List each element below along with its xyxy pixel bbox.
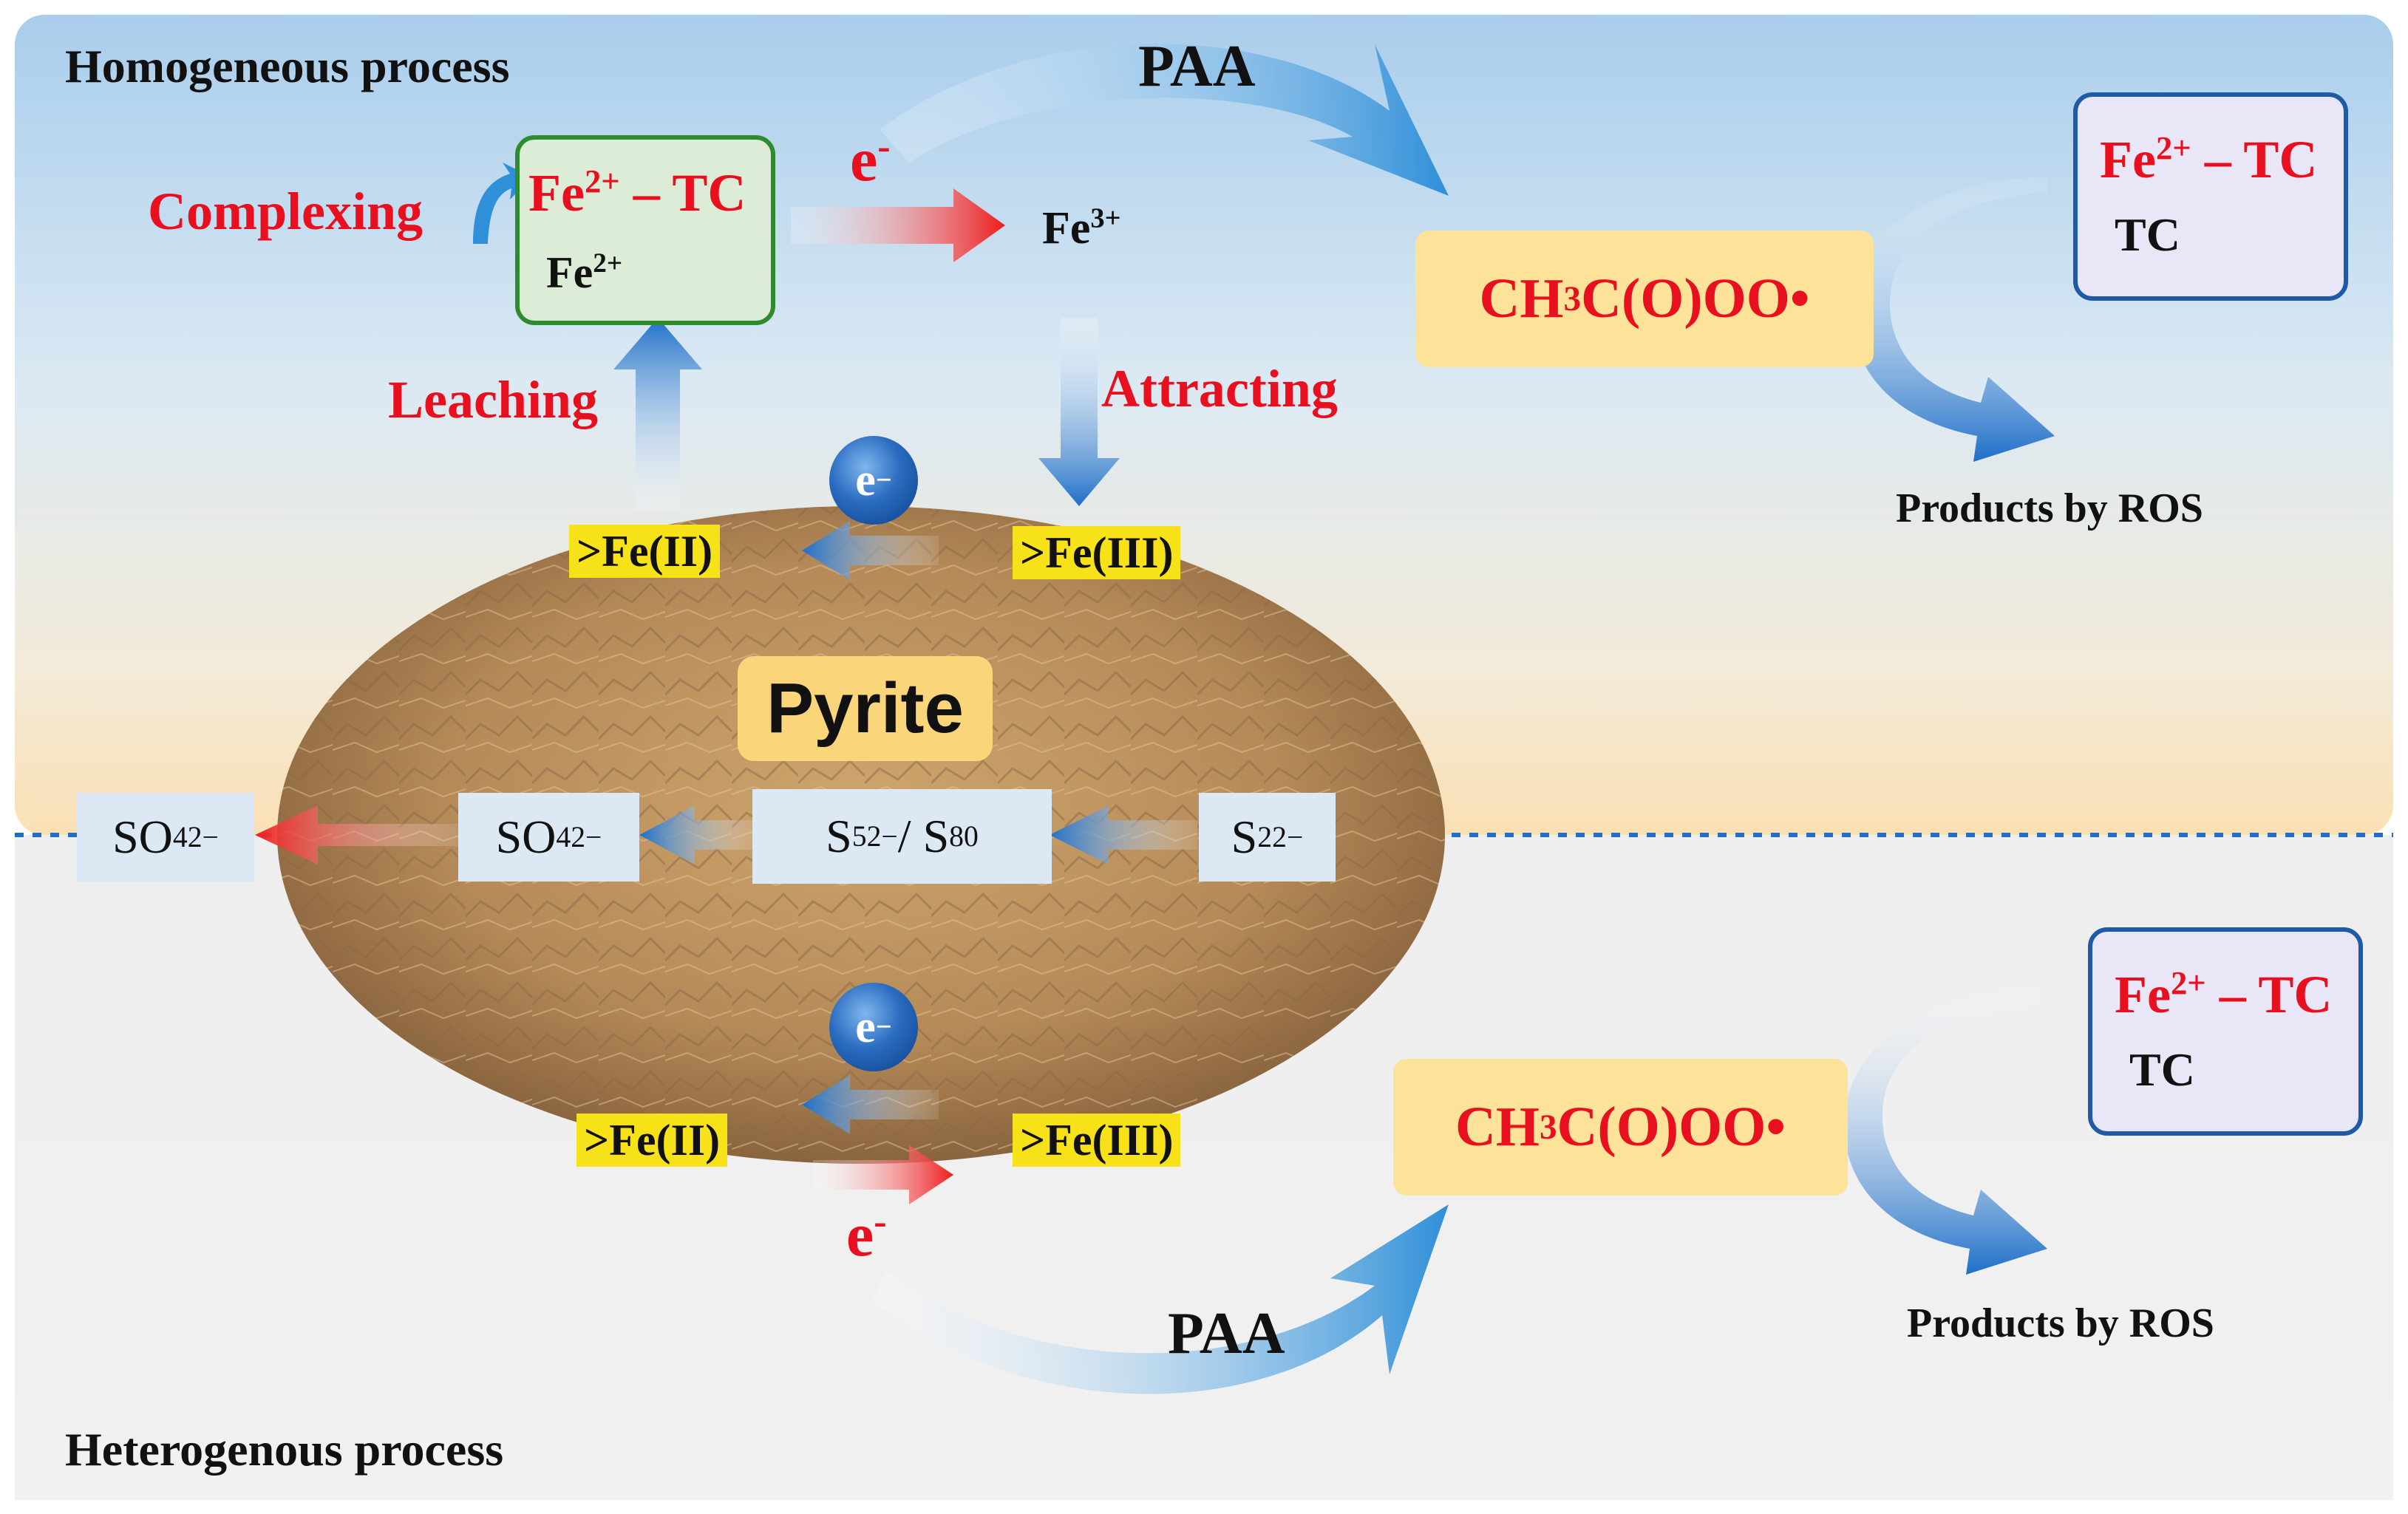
electron-transfer-arrow-bottom: [813, 1145, 953, 1204]
leaching-arrow: [613, 318, 702, 510]
fe3-label: Fe3+: [1042, 202, 1121, 253]
degradation-arrow-top: [1851, 177, 2055, 462]
paa-bottom-curved-arrow: [872, 1204, 1449, 1394]
attracting-arrow: [1038, 318, 1120, 506]
leaching-label: Leaching: [388, 370, 599, 429]
homogeneous-process-title: Homogeneous process: [65, 40, 510, 92]
electron-circle-top: e−: [829, 436, 918, 525]
paa-top-curved-arrow: [880, 44, 1449, 197]
surface-reduction-arrow-top: [802, 521, 939, 580]
products-label-top: Products by ROS: [1896, 485, 2203, 531]
paa-label-bottom: PAA: [1168, 1301, 1285, 1366]
degradation-arrow-bottom: [1843, 990, 2047, 1275]
paa-label-top: PAA: [1138, 34, 1256, 99]
pyrite-label: Pyrite: [738, 656, 993, 761]
tc-box-bottom-complex: Fe2+ – TC: [2115, 964, 2333, 1024]
so4-release-arrow: [255, 805, 458, 865]
fe2-tc-label: Fe2+ – TC: [528, 163, 746, 222]
surface-fe2-bottom-tag: >Fe(II): [577, 1114, 728, 1167]
electron-transfer-arrow-top: [791, 188, 1005, 262]
fe2-label: Fe2+: [546, 248, 623, 297]
surface-reduction-arrow-bottom: [802, 1075, 939, 1134]
tc-box-top-complex: Fe2+ – TC: [2100, 129, 2318, 189]
fe-complex-box: Fe2+ – TC Fe2+: [515, 135, 775, 325]
products-label-bottom: Products by ROS: [1907, 1300, 2214, 1346]
heterogeneous-process-title: Heterogenous process: [65, 1423, 504, 1476]
electron-circle-bottom: e−: [829, 983, 918, 1071]
attracting-label: Attracting: [1101, 359, 1338, 418]
tc-box-bottom: Fe2+ – TC TC: [2088, 927, 2363, 1136]
tc-box-bottom-tc: TC: [2129, 1043, 2195, 1096]
tc-box-top-tc: TC: [2115, 208, 2180, 261]
s5-to-so4-arrow: [639, 805, 754, 865]
surface-fe3-bottom-tag: >Fe(III): [1013, 1114, 1181, 1167]
s2-to-s5-arrow: [1050, 805, 1197, 865]
electron-label-top: e-: [850, 126, 891, 194]
surface-fe3-top-tag: >Fe(III): [1013, 526, 1181, 579]
complexing-label: Complexing: [148, 182, 424, 241]
surface-fe2-top-tag: >Fe(II): [569, 525, 721, 578]
tc-box-top: Fe2+ – TC TC: [2073, 92, 2348, 301]
electron-label-bottom: e-: [846, 1201, 887, 1269]
